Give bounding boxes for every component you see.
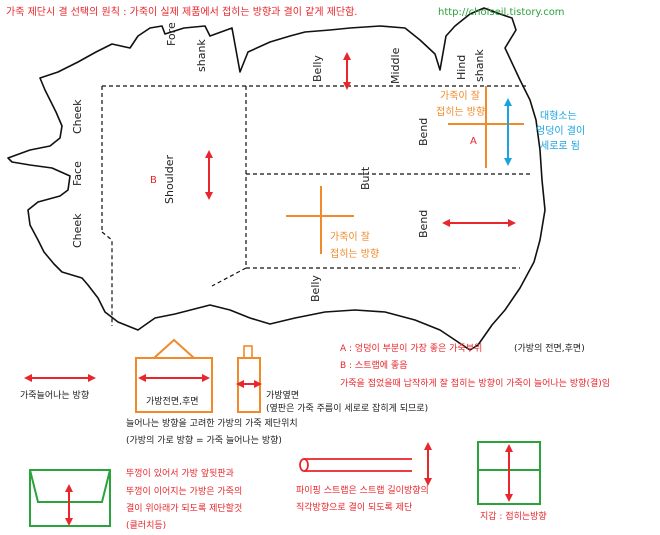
legend-stretch-label: 가죽늘어나는 방향 (20, 391, 90, 401)
label-belly-bottom: Belly (309, 275, 322, 302)
label-hind: Hind (455, 54, 468, 80)
note-fold-rule: 가죽을 접었을때 납작하게 잘 접히는 방향이 가죽이 늘어나는 방향(결)임 (340, 379, 611, 389)
marker-a: A (470, 136, 477, 147)
legend-bag-side-label: 가방옆면 (266, 391, 300, 401)
fold-cross-middle (286, 186, 354, 254)
fold-note-middle-line2: 접히는 방향 (330, 249, 380, 260)
legend-cut-equation: (가방의 가로 방향 = 가죽 늘어나는 방향) (126, 436, 282, 446)
flap-note-line4: (클러치등) (126, 521, 167, 531)
flap-note-line1: 뚜껑이 있어서 가방 앞뒷판과 (126, 469, 234, 479)
label-shoulder: Shoulder (163, 155, 176, 204)
label-butt: Butt (359, 166, 372, 190)
label-middle: Middle (389, 47, 402, 84)
hide-outline (7, 7, 546, 351)
legend-bag-front-label: 가방전면,후면 (146, 397, 199, 407)
piping-note-line2: 직각방향으로 결이 되도록 제단 (296, 503, 413, 513)
label-belly-top: Belly (311, 55, 324, 82)
piping-note-line1: 파이핑 스트랩은 스트랩 길이방향의 (296, 486, 429, 496)
header-title: 가죽 제단시 결 선택의 원칙 : 가죽이 실제 제품에서 접히는 방향과 결이… (6, 7, 358, 18)
label-shank-hind: shank (473, 49, 486, 82)
flap-note-line3: 결이 위아래가 되도록 제단할것 (126, 504, 243, 514)
fold-note-top-line1: 가죽이 잘 (440, 91, 480, 102)
grain-note-line1: 대형소는 (540, 111, 577, 122)
note-a: A : 엉덩이 부분이 가장 좋은 가죽부위 (340, 344, 483, 354)
wallet-note: 지갑 : 접히는방향 (480, 512, 547, 522)
legend-cut-position: 늘어나는 방향을 고려한 가방의 가죽 제단위치 (126, 419, 298, 429)
grain-note-line2: 엉덩이 결이 (536, 126, 586, 137)
bag-side-shape (236, 345, 262, 413)
piping-strap-shape (299, 442, 432, 486)
region-lines (101, 85, 530, 326)
label-cheek-bottom: Cheek (71, 213, 84, 248)
wallet-shape (477, 441, 541, 505)
legend-bag-side-note: (옆판은 가죽 주름이 세로로 잡히게 되므로) (266, 404, 429, 414)
fold-note-middle-line1: 가죽이 잘 (330, 232, 370, 243)
label-bend-bottom: Bend (417, 209, 430, 238)
label-fore: Fore (165, 22, 178, 46)
bag-front-shape (135, 338, 213, 413)
label-cheek-top: Cheek (71, 99, 84, 134)
marker-b: B (150, 175, 157, 186)
flap-bag-shape (29, 469, 111, 527)
note-a-suffix: (가방의 전면,후면) (514, 344, 585, 354)
note-b: B : 스트랩에 좋음 (340, 361, 408, 371)
flap-note-line2: 뚜껑이 이어지는 가방은 가죽의 (126, 487, 243, 497)
label-shank-fore: shank (195, 39, 208, 72)
grain-note-line3: 세로로 됨 (540, 141, 580, 152)
source-url[interactable]: http://choiseil.tistory.com (438, 7, 565, 18)
label-face: Face (71, 161, 84, 186)
label-bend-top: Bend (417, 117, 430, 146)
fold-note-top-line2: 접히는 방향 (436, 107, 486, 118)
